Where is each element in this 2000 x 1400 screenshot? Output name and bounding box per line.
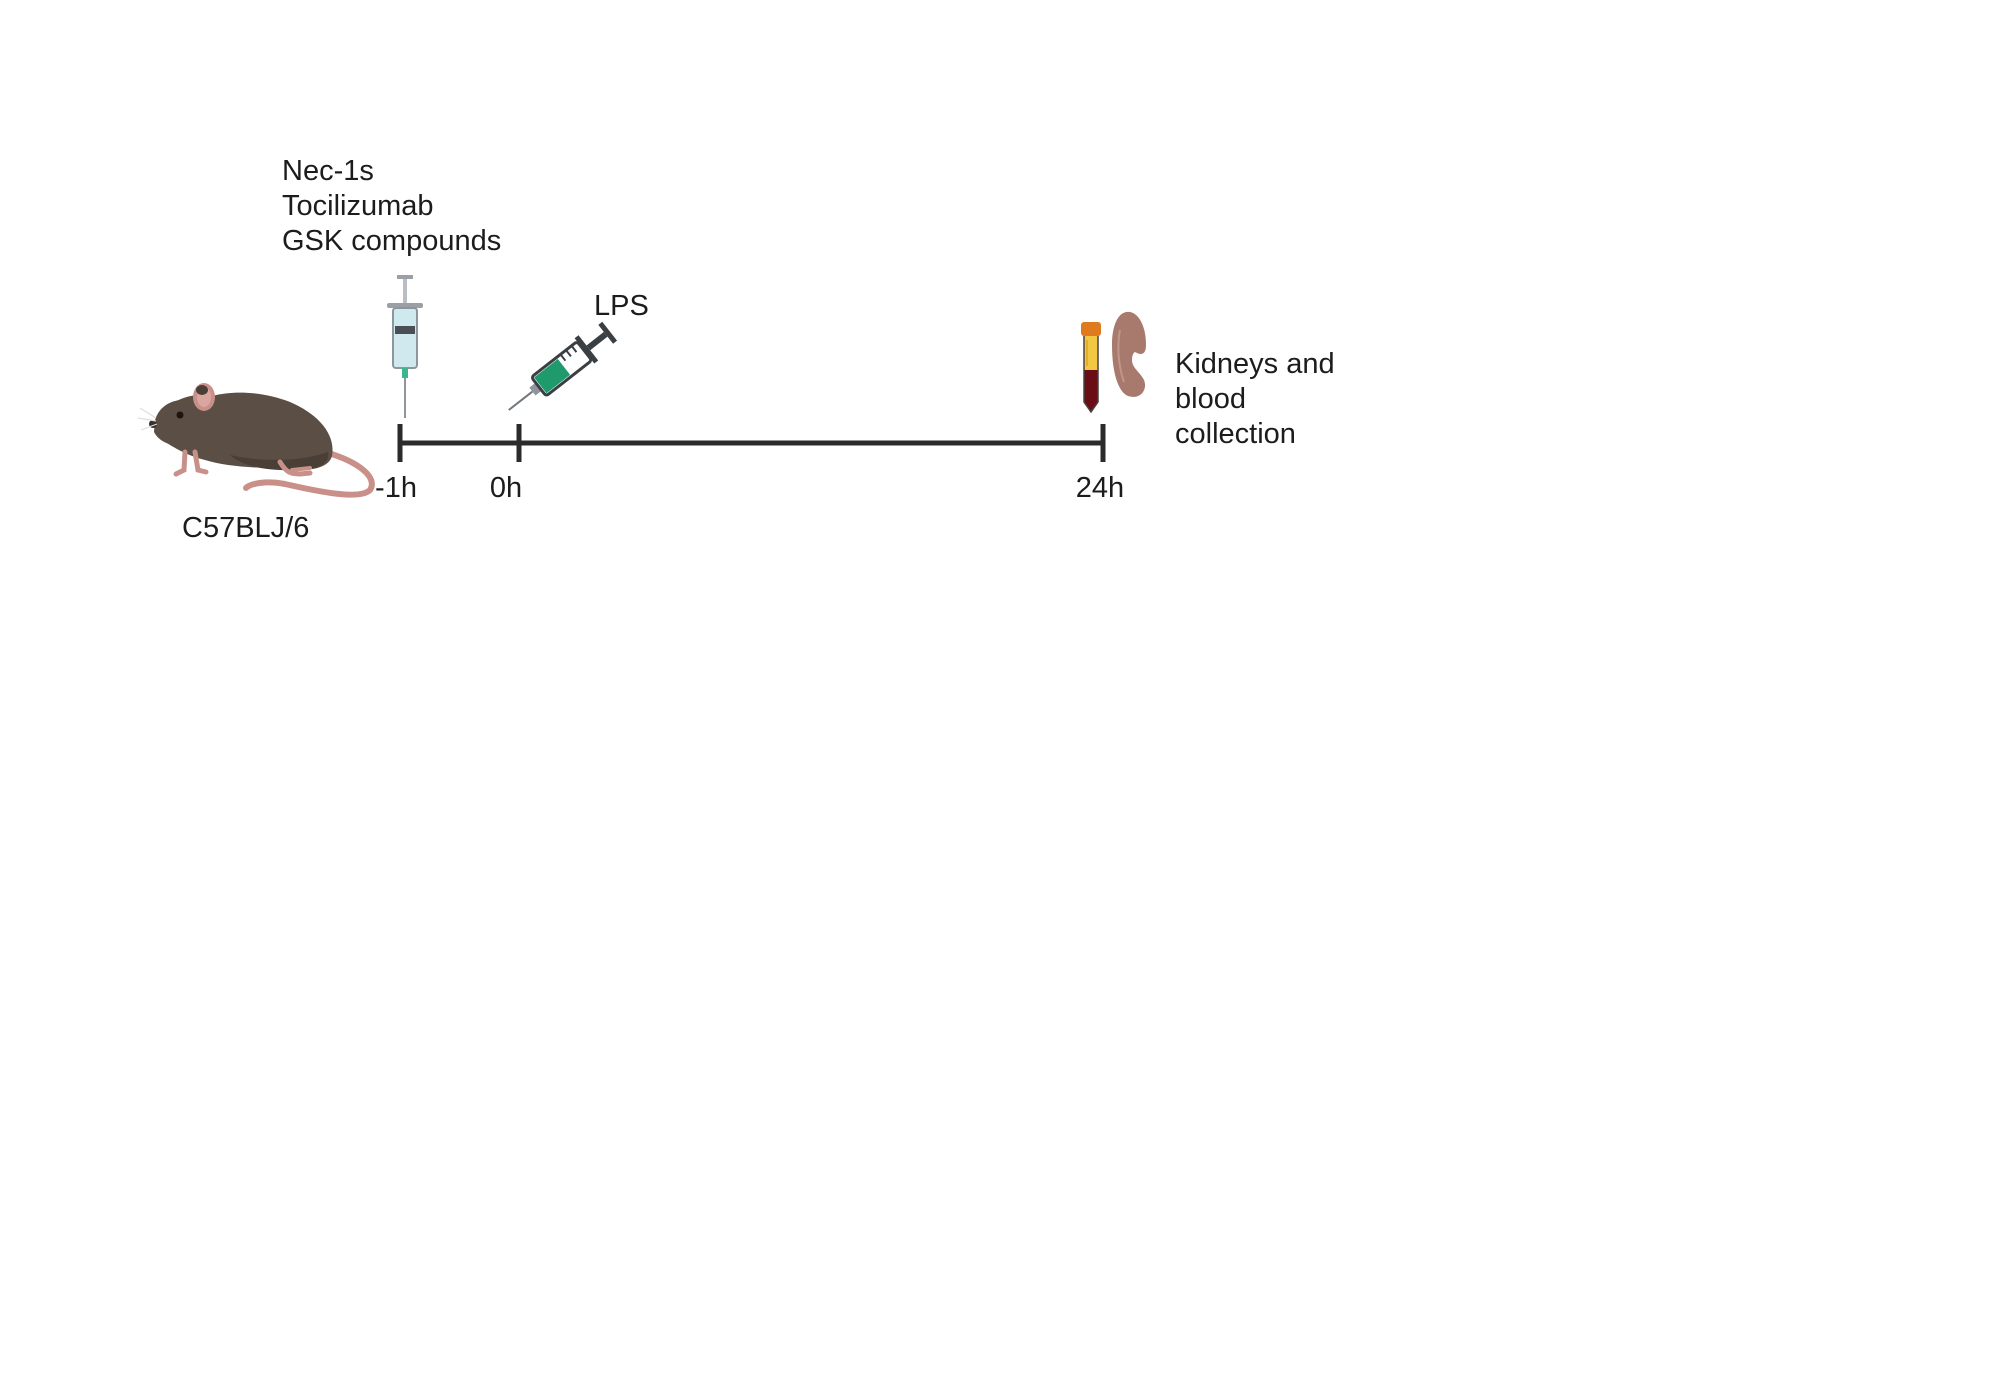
syringe-icon <box>387 275 423 418</box>
kidney-icon <box>1112 312 1146 397</box>
tick-label: -1h <box>356 471 436 506</box>
endpoint-label-line-2: blood <box>1175 382 1246 417</box>
pretreatment-label-line-1: Nec-1s <box>282 154 374 189</box>
blood-tube-icon <box>1081 322 1101 412</box>
syringe-icon <box>499 319 620 423</box>
endpoint-label-line-3: collection <box>1175 417 1296 452</box>
pretreatment-label-line-2: Tocilizumab <box>282 189 434 224</box>
timeline <box>400 424 1105 462</box>
strain-label: C57BLJ/6 <box>182 511 309 546</box>
lps-label: LPS <box>594 289 649 324</box>
pretreatment-label-line-3: GSK compounds <box>282 224 501 259</box>
mouse-icon <box>138 383 372 495</box>
tick-label: 0h <box>466 471 546 506</box>
endpoint-label-line-1: Kidneys and <box>1175 347 1335 382</box>
tick-label: 24h <box>1060 471 1140 506</box>
